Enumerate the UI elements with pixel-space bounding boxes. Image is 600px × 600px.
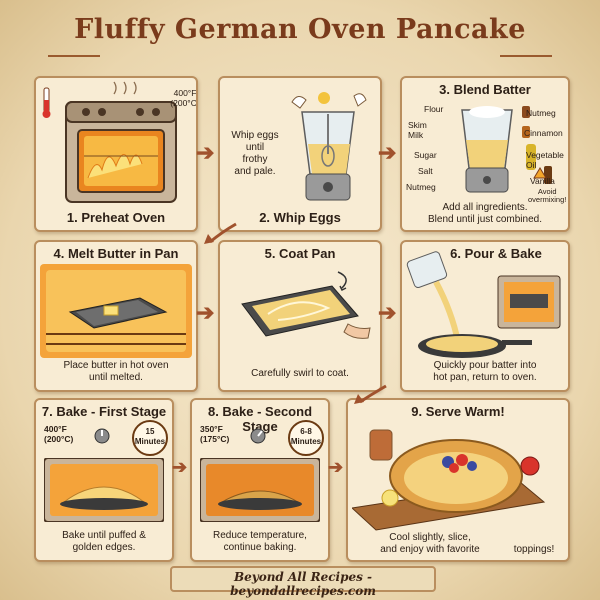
title-rule-right [500,55,552,57]
blender-icon [461,106,513,193]
spice-bottles-icon [522,106,552,184]
oven-window-icon [44,458,164,522]
stage-2-timer: 6-8 Minutes [288,420,324,456]
stage-1-temp: 400°F (200°C) [44,424,74,444]
butter-pan-icon [40,264,192,358]
ingredient-milk: Skim Milk [408,120,427,140]
blender-icon [291,92,367,201]
title-rule-left [48,55,100,57]
step-8-panel: 8. Bake - Second Stage 350°F (175°C) 6-8… [190,398,330,562]
served-pancake-icon [352,429,546,531]
step-5-panel: 5. Coat Pan Carefully swirl to coat. [218,240,382,392]
ingredient-oil: Vegetable Oil [526,150,564,170]
arrow-down-left-icon [354,384,387,404]
step-6-label: 6. Pour & Bake [450,246,542,261]
arrow-right-icon: ➔ [196,140,215,165]
step-9-label: 9. Serve Warm! [411,404,505,419]
step-3-caption: Add all ingredients. Blend until just co… [428,202,542,225]
step-4-caption: Place butter in hot oven until melted. [63,360,169,383]
step-6-panel: 6. Pour & Bake Quickly pour batter into … [400,240,570,392]
pour-batter-icon [406,251,561,358]
footer-credit: Beyond All Recipes - beyondallrecipes.co… [230,570,376,598]
step-4-panel: 4. Melt Butter in Pan Place butter in ho… [34,240,198,392]
step-8-label: 8. Bake - Second Stage [207,404,313,434]
footer-banner [170,566,436,592]
stage-2-temp: 350°F (175°C) [200,424,230,444]
step-3-panel: 3. Blend Batter Flour Skim Milk Sugar Sa… [400,76,570,232]
step-1-label: 1. Preheat Oven [66,210,166,225]
step-9-panel: 9. Serve Warm! Cool slightly, slice, and… [346,398,570,562]
arrow-right-icon: ➔ [172,457,188,477]
ingredient-vanilla: Vanilla [530,176,555,186]
page-title: Fluffy German Oven Pancake [74,14,526,45]
step-4-label: 4. Melt Butter in Pan [53,246,179,261]
ingredient-flour: Flour [424,104,444,114]
preheat-temp: 400°F (200°C) [170,88,198,108]
ingredient-cinnamon: Cinnamon [524,128,563,138]
arrow-right-icon: ➔ [196,300,215,325]
step-2-label: 2. Whip Eggs [259,210,341,225]
oven-icon [42,81,177,203]
step-5-label: 5. Coat Pan [264,246,336,261]
arrow-right-icon: ➔ [378,140,397,165]
stage-1-time: 15 Minutes [134,427,166,446]
step-7-panel: 7. Bake - First Stage 400°F (200°C) 15 M… [34,398,174,562]
step-6-caption: Quickly pour batter into hot pan, return… [433,360,537,383]
arrow-right-icon: ➔ [378,300,397,325]
step-3-label: 3. Blend Batter [439,82,531,97]
swirl-pan-icon [241,271,371,339]
ingredient-nutmeg-2: Nutmeg [526,108,556,118]
step-7-caption: Bake until puffed & golden edges. [62,530,146,553]
dial-icon [94,428,110,444]
arrow-down-left-icon [204,222,237,244]
oven-window-icon [200,458,320,522]
ingredient-nutmeg: Nutmeg [406,182,436,192]
step-9-caption-end: toppings! [513,544,555,555]
arrow-right-icon: ➔ [328,457,344,477]
dial-icon [250,428,266,444]
step-7-label: 7. Bake - First Stage [41,404,167,419]
stage-1-timer: 15 Minutes [132,420,168,456]
step-2-panel: Whip eggs until frothy and pale. 2. Whip… [218,76,382,232]
overmix-warning: Avoid overmixing! [528,187,567,204]
step-2-caption: Whip eggs until frothy and pale. [231,130,279,177]
ingredient-sugar: Sugar [414,150,437,160]
step-1-panel: 400°F (200°C) 1. Preheat Oven [34,76,198,232]
step-9-caption: Cool slightly, slice, and enjoy with fav… [380,532,480,555]
stage-2-time: 6-8 Minutes [290,427,322,446]
ingredient-salt: Salt [418,166,433,176]
step-8-caption: Reduce temperature, continue baking. [213,530,307,553]
step-5-caption: Carefully swirl to coat. [251,368,349,379]
